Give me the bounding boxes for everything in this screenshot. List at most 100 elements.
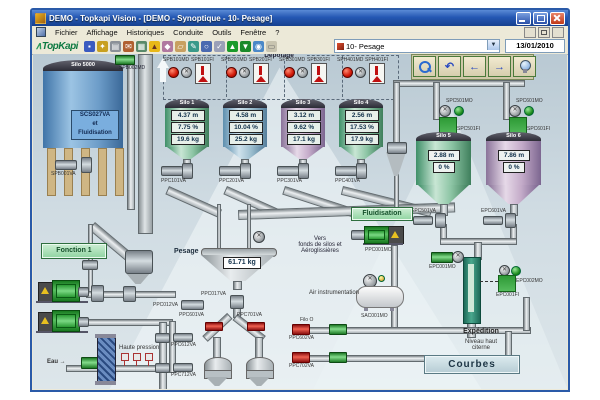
- epc501va-label: EPC501VA: [411, 208, 436, 214]
- silo-3-md-label: SPB301MD: [279, 57, 306, 63]
- utility-blower-2[interactable]: [52, 310, 80, 332]
- silo-2-level-device[interactable]: [253, 63, 269, 84]
- table-icon[interactable]: ▦: [135, 40, 147, 52]
- save-icon[interactable]: ▪: [83, 40, 95, 52]
- utility-blower-1[interactable]: [52, 280, 80, 302]
- menu-historiques[interactable]: Historiques: [126, 27, 165, 37]
- silo-5-cone: [418, 185, 469, 204]
- ppc702va-valve[interactable]: [292, 352, 310, 363]
- utility-cross-2[interactable]: [123, 286, 136, 302]
- utility-cross-1[interactable]: [91, 285, 104, 302]
- date-display: 13/01/2010: [505, 39, 565, 53]
- fi-link-dashes: [480, 281, 498, 283]
- manifold-cross-1: [155, 333, 170, 343]
- pressure-sensor[interactable]: [145, 353, 153, 366]
- nav-zoom-button[interactable]: [413, 56, 436, 77]
- topkapi-logo: ∧TopKapi: [35, 40, 78, 52]
- menu-help[interactable]: ?: [275, 27, 280, 37]
- mail-icon[interactable]: ✉: [122, 40, 134, 52]
- print-icon[interactable]: ▤: [109, 40, 121, 52]
- epc501va-valve[interactable]: [413, 216, 433, 225]
- export-icon[interactable]: ✦: [96, 40, 108, 52]
- silo-1-alarm-indicator[interactable]: [168, 67, 179, 78]
- silo-4-weight-value: 17.9 kg: [345, 134, 379, 145]
- silo-3-fan-icon[interactable]: [297, 67, 308, 78]
- pipe1-inline-valve[interactable]: [329, 324, 347, 335]
- ppc012va-label: PPC012VA: [153, 302, 178, 308]
- document-icon[interactable]: [36, 27, 46, 37]
- pressure-sensor[interactable]: [133, 353, 141, 366]
- ppc001mo-blower[interactable]: [364, 226, 389, 244]
- ppc601va-valve[interactable]: [205, 322, 223, 331]
- fluidisation-button[interactable]: Fluidisation: [351, 207, 413, 221]
- expedition-title: Expédition: [463, 328, 499, 335]
- ppc602va-valve[interactable]: [292, 324, 310, 335]
- silo-4-alarm-indicator[interactable]: [342, 67, 353, 78]
- ppc701va-valve[interactable]: [247, 322, 265, 331]
- child-close-button[interactable]: [552, 26, 564, 38]
- child-restore-button[interactable]: [538, 26, 550, 38]
- ppc712va-valve[interactable]: [173, 363, 193, 372]
- close-button[interactable]: [550, 11, 565, 25]
- nav-bulb-button[interactable]: [513, 56, 536, 77]
- silo-1-level-device[interactable]: [195, 63, 211, 84]
- silo-1-md-label: SPB101MD: [163, 57, 190, 63]
- ppc612va-valve[interactable]: [173, 333, 193, 342]
- menu-affichage[interactable]: Affichage: [86, 27, 118, 37]
- nav-back-button[interactable]: ←: [463, 56, 486, 77]
- menu-fenetre[interactable]: Fenêtre: [240, 27, 267, 37]
- silo-2-alarm-indicator[interactable]: [226, 67, 237, 78]
- down-arrow-icon[interactable]: ▼: [239, 40, 251, 52]
- menu-fichier[interactable]: Fichier: [55, 27, 78, 37]
- silo-3-level-device[interactable]: [311, 63, 327, 84]
- epc601va-valve[interactable]: [483, 216, 503, 225]
- epc001fi-filter[interactable]: [498, 275, 516, 292]
- folder-icon[interactable]: ▱: [174, 40, 186, 52]
- left-cross-valve[interactable]: [82, 260, 98, 270]
- ppc012va-valve[interactable]: [181, 300, 204, 310]
- silo-5-fan-icon[interactable]: [439, 105, 451, 117]
- pen-icon[interactable]: ✎: [187, 40, 199, 52]
- epc001mo-blower[interactable]: [431, 252, 453, 263]
- pipe2-inline-valve[interactable]: [329, 352, 347, 363]
- up-arrow-icon[interactable]: ▲: [226, 40, 238, 52]
- child-minimize-button[interactable]: [524, 26, 536, 38]
- nav-forward-button[interactable]: →: [488, 56, 511, 77]
- menu-outils[interactable]: Outils: [212, 27, 232, 37]
- eraser-icon[interactable]: ◆: [161, 40, 173, 52]
- courbes-button[interactable]: Courbes: [424, 355, 520, 374]
- silo-2-fan-icon[interactable]: [239, 67, 250, 78]
- chevron-down-icon[interactable]: ▼: [487, 40, 499, 50]
- view-selector[interactable]: 10- Pesage ▼: [334, 39, 500, 53]
- silo-6-fan-icon[interactable]: [509, 105, 521, 117]
- compressor-tank[interactable]: [356, 286, 404, 308]
- minimize-button[interactable]: [516, 11, 531, 25]
- arrow-right-icon: →: [494, 61, 505, 73]
- silo-4-valve[interactable]: [335, 166, 357, 176]
- select-icon[interactable]: ✓: [213, 40, 225, 52]
- silo-6-run-indicator[interactable]: [524, 106, 534, 116]
- silo-4-md-label: SPH401MD: [337, 57, 364, 63]
- silo-4-fan-icon[interactable]: [355, 67, 366, 78]
- globe-icon[interactable]: ◉: [252, 40, 264, 52]
- spb002md-device[interactable]: [115, 55, 135, 65]
- maximize-button[interactable]: [533, 11, 548, 25]
- silo-4-level-device[interactable]: [369, 63, 385, 84]
- heat-exchanger: [97, 337, 116, 384]
- alarm-icon[interactable]: ▲: [148, 40, 160, 52]
- zoom-icon[interactable]: ○: [200, 40, 212, 52]
- silo-3-valve[interactable]: [277, 166, 299, 176]
- panel-icon[interactable]: ▭: [265, 40, 277, 52]
- silo-1-fan-icon[interactable]: [181, 67, 192, 78]
- fonction1-button[interactable]: Fonction 1: [41, 243, 107, 259]
- ppc017va-valve[interactable]: [230, 295, 244, 309]
- silo-5-run-indicator[interactable]: [454, 106, 464, 116]
- silo-1-valve[interactable]: [161, 166, 183, 176]
- silo-3-alarm-indicator[interactable]: [284, 67, 295, 78]
- pressure-sensor[interactable]: [121, 353, 129, 366]
- silo-2-valve[interactable]: [219, 166, 241, 176]
- nav-undo-button[interactable]: ↶: [438, 56, 461, 77]
- menu-conduite[interactable]: Conduite: [173, 27, 204, 37]
- spb001va-valve[interactable]: [55, 160, 77, 170]
